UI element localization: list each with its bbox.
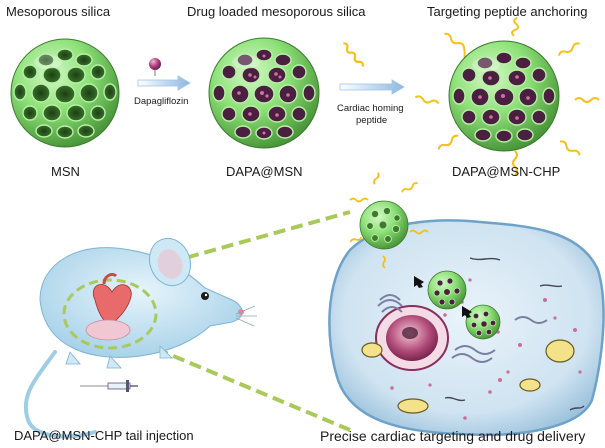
syringe-icon <box>80 380 138 392</box>
dapa-msn-sphere <box>208 37 320 149</box>
stage2-title: Drug loaded mesoporous silica <box>187 4 366 19</box>
stage3-label: DAPA@MSN-CHP <box>452 164 561 179</box>
movement-arrow-icon <box>414 276 424 288</box>
intracellular-nanoparticle-1 <box>427 270 467 310</box>
peptide-label-line2: peptide <box>356 115 388 126</box>
movement-arrow-icon <box>462 306 472 318</box>
arrow-2-icon <box>339 79 405 95</box>
cardiac-targeting-caption: Precise cardiac targeting and drug deliv… <box>320 428 586 444</box>
dapa-msn-chp-sphere <box>448 40 560 152</box>
dapagliflozin-molecule-icon <box>149 58 161 76</box>
drug-label: Dapagliflozin <box>134 96 189 107</box>
peptide-label-line1: Cardiac homing <box>337 103 404 114</box>
intracellular-nanoparticle-2 <box>465 304 501 340</box>
arrow-1-icon <box>137 75 191 91</box>
stage1-label: MSN <box>51 164 80 179</box>
tail-injection-caption: DAPA@MSN-CHP tail injection <box>14 428 194 443</box>
msn-sphere <box>10 38 120 148</box>
cardiomyocyte-cell <box>328 172 605 437</box>
stage1-title: Mesoporous silica <box>6 4 111 19</box>
peptide-icon <box>343 42 364 67</box>
loaded-drug-dots <box>237 54 290 135</box>
dapa-msn-chp-peptides <box>414 17 600 176</box>
incoming-nanoparticle <box>349 172 429 269</box>
stage2-label: DAPA@MSN <box>226 164 303 179</box>
stage3-title: Targeting peptide anchoring <box>427 4 588 19</box>
mouse-illustration <box>23 237 257 439</box>
